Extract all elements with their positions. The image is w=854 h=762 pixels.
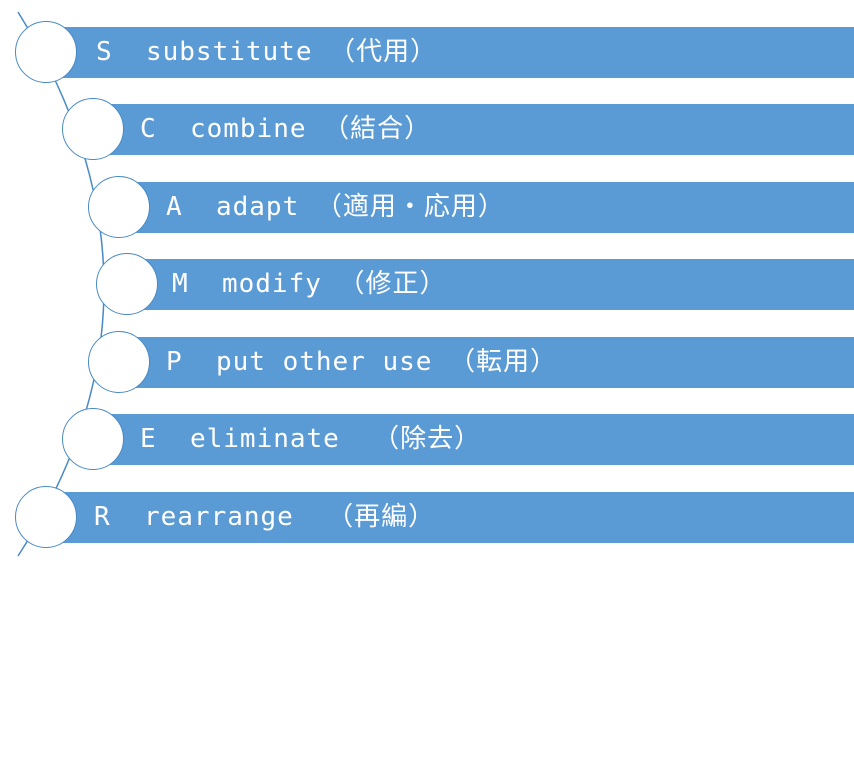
step-bar-c: C combine （結合） — [93, 104, 854, 155]
step-node-p — [88, 331, 150, 393]
step-label-a: A adapt （適用・応用） — [166, 192, 505, 222]
step-label-m: M modify （修正） — [172, 269, 447, 299]
step-bar-r: R rearrange （再編） — [46, 492, 854, 543]
step-bar-a: A adapt （適用・応用） — [119, 182, 854, 233]
step-bar-m: M modify （修正） — [127, 259, 854, 310]
step-label-e: E eliminate （除去） — [140, 424, 482, 454]
step-node-r — [15, 486, 77, 548]
step-label-r: R rearrange （再編） — [94, 502, 436, 532]
step-bar-e: E eliminate （除去） — [93, 414, 854, 465]
step-node-e — [62, 408, 124, 470]
step-label-s: S substitute （代用） — [96, 37, 438, 67]
step-bar-s: S substitute （代用） — [46, 27, 854, 78]
step-node-c — [62, 98, 124, 160]
step-node-s — [15, 21, 77, 83]
step-node-a — [88, 176, 150, 238]
step-bar-p: P put other use （転用） — [119, 337, 854, 388]
step-node-m — [96, 253, 158, 315]
step-label-c: C combine （結合） — [140, 114, 432, 144]
step-label-p: P put other use （転用） — [166, 347, 558, 377]
